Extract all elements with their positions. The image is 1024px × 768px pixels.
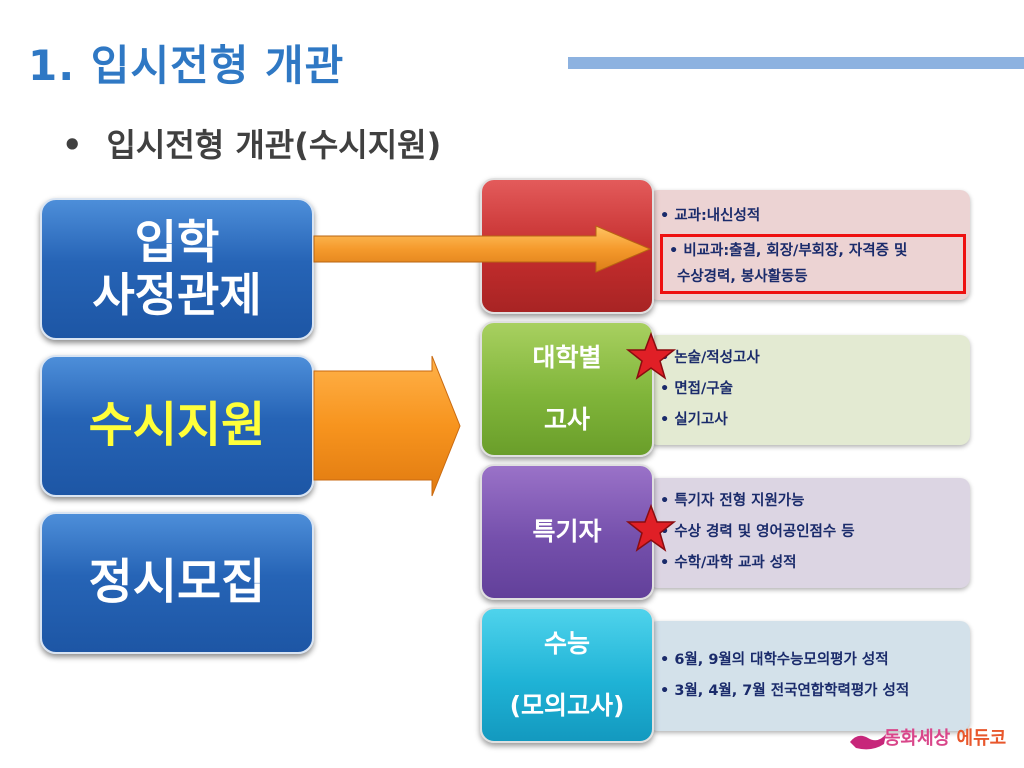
highlight-box: • 비교과:출결, 회장/부회장, 자격증 및 수상경력, 봉사활동등 (660, 234, 966, 294)
title-rule (568, 57, 1024, 69)
univ-detail-panel: 논술/적성고사 면접/구술 실기고사 (648, 335, 970, 445)
genie-lamp-icon (850, 734, 886, 750)
subtitle-text: 입시전형 개관(수시지원) (106, 126, 442, 164)
csat-line1: 수능 (543, 629, 590, 658)
slide-subtitle: • 입시전형 개관(수시지원) (62, 120, 441, 166)
jeongsi-label: 정시모집 (88, 554, 266, 611)
logo-text: 동화세상 에듀코 (884, 724, 1006, 750)
admission-officer-box: 입학 사정관제 (40, 198, 314, 340)
slide-title: 1. 입시전형 개관 (28, 41, 345, 90)
thin-orange-arrow (313, 225, 652, 273)
detail-item: 수학/과학 교과 성적 (660, 548, 962, 579)
admission-line1: 입학 (134, 215, 220, 270)
univ-exam-box: 대학별 고사 (480, 321, 654, 457)
detail-item: 교과:내신성적 (660, 202, 962, 231)
detail-item: 수상 경력 및 영어공인점수 등 (660, 517, 962, 548)
special-label: 특기자 (532, 517, 602, 546)
univ-line2: 고사 (543, 405, 590, 434)
detail-item: 면접/구술 (660, 374, 962, 405)
csat-detail-panel: 6월, 9월의 대학수능모의평가 성적 3월, 4월, 7월 전국연합학력평가 … (648, 621, 970, 731)
special-detail-panel: 특기자 전형 지원가능 수상 경력 및 영어공인점수 등 수학/과학 교과 성적 (648, 478, 970, 588)
csat-box: 수능 (모의고사) (480, 607, 654, 743)
detail-item: 3월, 4월, 7월 전국연합학력평가 성적 (660, 676, 962, 707)
detail-item: 6월, 9월의 대학수능모의평가 성적 (660, 645, 962, 676)
special-talent-box: 특기자 (480, 464, 654, 600)
logo-edu: 에듀코 (956, 728, 1007, 749)
detail-item: 특기자 전형 지원가능 (660, 486, 962, 517)
susi-label: 수시지원 (88, 397, 266, 454)
big-orange-arrow (313, 355, 461, 497)
highlight-line2: 수상경력, 봉사활동등 (677, 269, 808, 285)
star-icon (626, 332, 676, 380)
star-icon (626, 504, 676, 552)
highlight-line1: • 비교과:출결, 회장/부회장, 자격증 및 (669, 243, 908, 259)
susi-box: 수시지원 (40, 355, 314, 497)
brand-logo: 동화세상 에듀코 (848, 718, 1018, 754)
jeongsi-box: 정시모집 (40, 512, 314, 654)
univ-line1: 대학별 (532, 343, 602, 372)
admission-line2: 사정관제 (92, 268, 262, 322)
detail-item: 실기고사 (660, 405, 962, 436)
logo-name: 동화세상 (884, 728, 951, 749)
csat-line2: (모의고사) (509, 691, 625, 720)
detail-item: 논술/적성고사 (660, 343, 962, 374)
bullet-dot: • (62, 126, 83, 164)
school-detail-panel: 교과:내신성적 (648, 190, 970, 300)
